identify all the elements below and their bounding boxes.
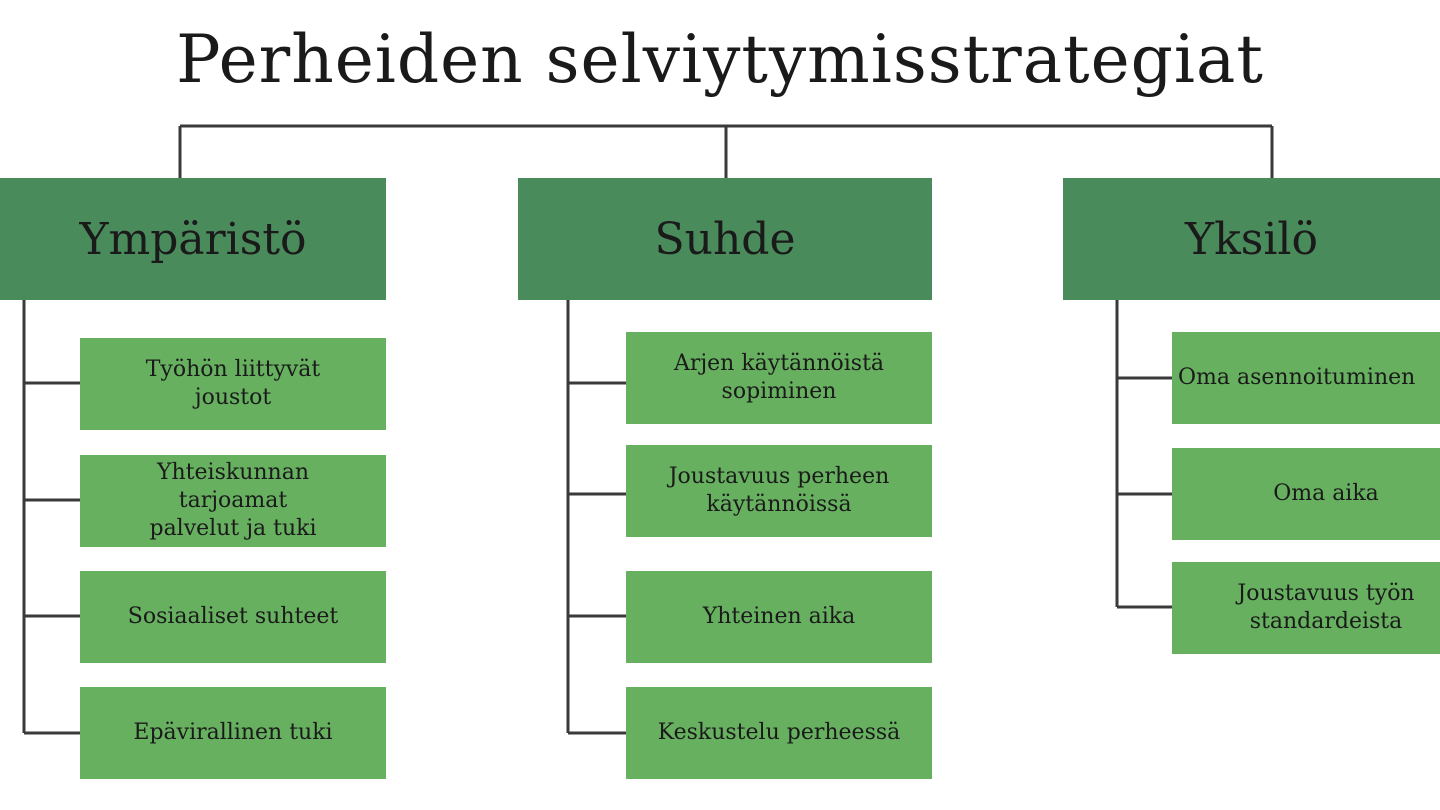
group-header-label: Ympäristö — [79, 213, 307, 265]
group-header-yksilo: Yksilö — [1063, 178, 1440, 300]
strategy-box: Yhteiskunnan tarjoamat palvelut ja tuki — [80, 455, 386, 547]
strategy-label: Oma asennoituminen — [1178, 365, 1416, 390]
diagram-title: Perheiden selviytymisstrategiat — [176, 21, 1264, 98]
strategy-label: Joustavuus työn standardeista — [1237, 581, 1415, 634]
strategy-label: Oma aika — [1273, 481, 1379, 506]
group-header-label: Suhde — [654, 213, 796, 265]
strategy-box: Oma asennoituminen — [1172, 332, 1440, 424]
strategy-box: Epävirallinen tuki — [80, 687, 386, 779]
strategy-box: Joustavuus perheen käytännöissä — [626, 445, 932, 537]
strategy-label: Sosiaaliset suhteet — [127, 604, 339, 629]
strategy-label: Työhön liittyvät joustot — [145, 357, 321, 410]
strategy-box: Joustavuus työn standardeista — [1172, 562, 1440, 654]
group-header-ymparisto: Ympäristö — [0, 178, 386, 300]
group-header-suhde: Suhde — [518, 178, 932, 300]
strategy-label: Arjen käytännöistä sopiminen — [673, 351, 885, 404]
strategy-box: Sosiaaliset suhteet — [80, 571, 386, 663]
strategy-label: Joustavuus perheen käytännöissä — [668, 464, 890, 517]
strategy-label: Yhteinen aika — [702, 604, 856, 629]
strategy-box: Työhön liittyvät joustot — [80, 338, 386, 430]
strategy-label: Epävirallinen tuki — [133, 720, 333, 745]
group-header-label: Yksilö — [1185, 213, 1318, 265]
strategy-box: Arjen käytännöistä sopiminen — [626, 332, 932, 424]
strategy-box: Oma aika — [1172, 448, 1440, 540]
strategy-label: Yhteiskunnan tarjoamat palvelut ja tuki — [149, 460, 317, 541]
strategy-label: Keskustelu perheessä — [657, 720, 901, 745]
strategy-box: Yhteinen aika — [626, 571, 932, 663]
strategy-box: Keskustelu perheessä — [626, 687, 932, 779]
